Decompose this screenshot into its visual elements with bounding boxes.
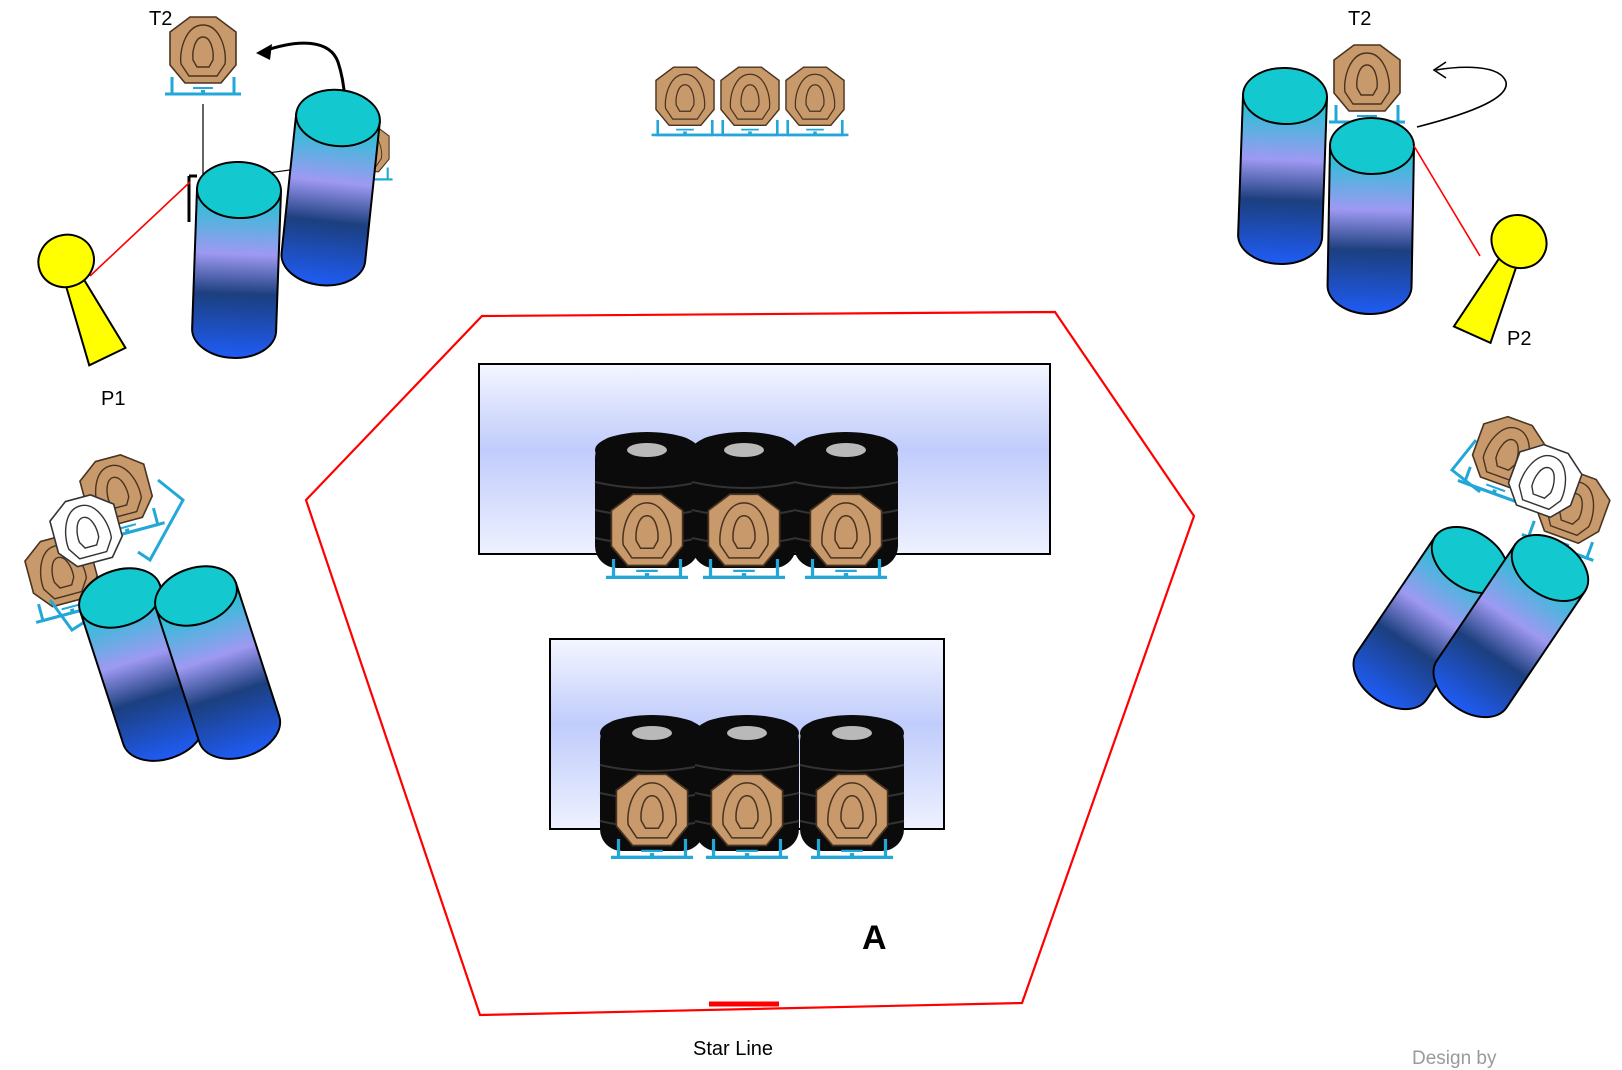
barrel-icon xyxy=(1236,65,1329,267)
barrel-icon xyxy=(277,84,384,291)
label-p1: P1 xyxy=(101,388,126,410)
paper-target-icon xyxy=(780,65,850,137)
paper-target-icon xyxy=(715,65,785,137)
label-t2-left: T2 xyxy=(149,8,173,30)
label-start-line: Star Line xyxy=(693,1038,774,1060)
swinger-arrow-icon xyxy=(1416,66,1507,128)
paper-target-icon xyxy=(650,65,720,137)
barrel-icon xyxy=(1326,116,1416,316)
paper-target-icon xyxy=(163,15,243,96)
popper-icon xyxy=(1440,204,1558,349)
paper-target-icon xyxy=(1327,43,1407,124)
label-p2: P2 xyxy=(1507,328,1532,350)
barrel-icon xyxy=(190,159,283,361)
swinger-arrow-icon xyxy=(260,41,347,101)
popper-icon xyxy=(29,225,130,372)
credit-text: Design by xyxy=(1412,1048,1497,1069)
shooting-area-fault-line xyxy=(304,310,1196,1017)
label-t2-right: T2 xyxy=(1348,8,1372,30)
label-area-a: A xyxy=(862,919,887,957)
